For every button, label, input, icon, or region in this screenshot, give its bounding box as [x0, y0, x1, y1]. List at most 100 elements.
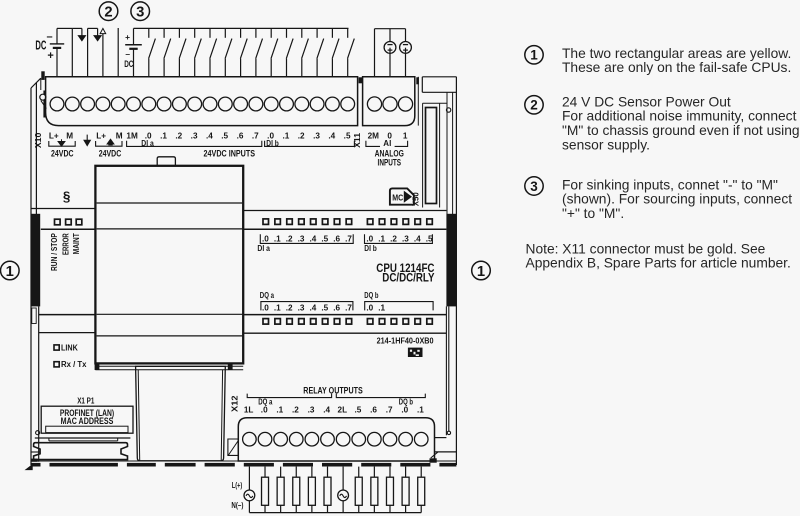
svg-text:X11: X11 — [352, 133, 362, 148]
svg-text:.1: .1 — [160, 132, 167, 141]
svg-text:DI a: DI a — [257, 243, 270, 253]
svg-text:X12: X12 — [229, 395, 239, 412]
svg-text:24VDC INPUTS: 24VDC INPUTS — [204, 148, 256, 158]
svg-text:.3: .3 — [298, 234, 305, 243]
svg-text:LINK: LINK — [61, 342, 78, 352]
svg-text:"M" to chassis ground even if: "M" to chassis ground even if not using — [562, 123, 800, 138]
svg-text:24VDC: 24VDC — [51, 148, 74, 158]
svg-text:DI a: DI a — [141, 138, 154, 148]
svg-text:.1: .1 — [276, 405, 283, 414]
svg-text:DI b: DI b — [364, 243, 377, 253]
svg-text:.0: .0 — [262, 234, 269, 243]
svg-text:–: – — [47, 31, 53, 43]
svg-text:These are only on the fail-saf: These are only on the fail-safe CPUs. — [562, 60, 791, 75]
svg-text:.7: .7 — [345, 304, 352, 313]
svg-text:DQ b: DQ b — [364, 290, 378, 300]
svg-text:L+: L+ — [49, 132, 59, 141]
svg-text:For additional noise immunity,: For additional noise immunity, connect — [562, 109, 797, 124]
svg-text:For sinking inputs, connet "-": For sinking inputs, connet "-" to "M" — [562, 177, 778, 192]
svg-text:.2: .2 — [292, 405, 299, 414]
svg-text:.2: .2 — [175, 132, 182, 141]
svg-text:.6: .6 — [333, 304, 340, 313]
svg-text:DI b: DI b — [266, 138, 279, 148]
svg-text:.4: .4 — [309, 234, 316, 243]
svg-text:2L: 2L — [338, 405, 348, 414]
svg-text:2: 2 — [530, 98, 538, 113]
svg-text:3: 3 — [136, 5, 144, 21]
svg-text:–: – — [125, 49, 130, 59]
svg-text:X50: X50 — [411, 192, 421, 206]
svg-text:RUN / STOP: RUN / STOP — [50, 233, 59, 271]
svg-text:DQ a: DQ a — [258, 396, 272, 406]
svg-text:.3: .3 — [298, 304, 305, 313]
svg-text:.5: .5 — [321, 234, 328, 243]
svg-text:.7: .7 — [386, 405, 393, 414]
svg-text:.6: .6 — [333, 234, 340, 243]
svg-text:MC: MC — [392, 192, 403, 202]
svg-text:1: 1 — [477, 264, 485, 280]
svg-text:.7: .7 — [345, 234, 352, 243]
svg-text:.4: .4 — [206, 132, 213, 141]
svg-text:PROFINET (LAN): PROFINET (LAN) — [60, 408, 114, 418]
svg-text:.3: .3 — [313, 132, 320, 141]
svg-text:X1 P1: X1 P1 — [77, 395, 94, 405]
svg-text:.5: .5 — [321, 304, 328, 313]
svg-text:L+: L+ — [96, 132, 106, 141]
svg-text:.4: .4 — [328, 132, 335, 141]
svg-text:DQ a: DQ a — [260, 290, 274, 300]
svg-text:.2: .2 — [286, 234, 293, 243]
svg-text:DC: DC — [124, 59, 134, 69]
svg-text:.5: .5 — [221, 132, 228, 141]
svg-text:.2: .2 — [298, 132, 305, 141]
svg-text:DQ b: DQ b — [399, 396, 413, 406]
svg-text:Appendix B, Spare Parts for ar: Appendix B, Spare Parts for article numb… — [526, 256, 791, 271]
svg-text:3: 3 — [530, 179, 538, 194]
svg-text:DC: DC — [35, 38, 46, 53]
svg-text:DC/DC/RLY: DC/DC/RLY — [382, 271, 434, 284]
svg-text:1: 1 — [530, 48, 538, 63]
svg-text:214-1HF40-0XB0: 214-1HF40-0XB0 — [377, 336, 434, 346]
svg-text:.3: .3 — [191, 132, 198, 141]
svg-text:ERROR: ERROR — [61, 233, 70, 255]
svg-text:1M: 1M — [126, 132, 138, 141]
svg-text:M: M — [116, 132, 123, 141]
svg-text:.7: .7 — [252, 132, 259, 141]
svg-text:Rx / Tx: Rx / Tx — [61, 359, 87, 369]
svg-text:.2: .2 — [390, 234, 397, 243]
svg-text:.4: .4 — [323, 405, 330, 414]
svg-text:24VDC: 24VDC — [99, 148, 122, 158]
svg-text:.1: .1 — [274, 304, 281, 313]
svg-text:§: § — [63, 189, 71, 204]
svg-text:1: 1 — [6, 264, 14, 280]
svg-text:.5: .5 — [426, 234, 433, 243]
svg-text:ANALOG: ANALOG — [375, 148, 404, 158]
svg-text:2M: 2M — [368, 132, 380, 141]
svg-text:.3: .3 — [308, 405, 315, 414]
svg-text:.1: .1 — [282, 132, 289, 141]
svg-text:X10: X10 — [33, 132, 43, 148]
svg-text:M: M — [66, 132, 73, 141]
svg-text:.0: .0 — [145, 132, 152, 141]
svg-text:"+" to "M".: "+" to "M". — [562, 206, 624, 221]
svg-text:.6: .6 — [237, 132, 244, 141]
svg-text:+: + — [47, 50, 53, 62]
svg-text:2: 2 — [104, 5, 112, 21]
svg-text:.4: .4 — [414, 234, 421, 243]
svg-text:.6: .6 — [370, 405, 377, 414]
svg-text:(shown). For sourcing inputs,: (shown). For sourcing inputs, connect — [562, 192, 792, 207]
svg-text:.0: .0 — [261, 405, 268, 414]
svg-text:INPUTS: INPUTS — [378, 157, 402, 167]
svg-text:.5: .5 — [344, 132, 351, 141]
svg-text:RELAY OUTPUTS: RELAY OUTPUTS — [303, 385, 363, 395]
svg-text:.5: .5 — [355, 405, 362, 414]
svg-text:.0: .0 — [262, 304, 269, 313]
svg-text:.1: .1 — [274, 234, 281, 243]
svg-text:MAC ADDRESS: MAC ADDRESS — [61, 416, 114, 426]
svg-text:.0: .0 — [366, 304, 373, 313]
svg-text:AI: AI — [383, 139, 391, 148]
svg-text:MAINT: MAINT — [72, 233, 81, 254]
svg-text:CPU 1214FC: CPU 1214FC — [376, 262, 435, 275]
svg-text:.0: .0 — [366, 234, 373, 243]
svg-text:.1: .1 — [378, 304, 385, 313]
svg-text:Note: X11 connector must be go: Note: X11 connector must be gold. See — [526, 241, 766, 256]
